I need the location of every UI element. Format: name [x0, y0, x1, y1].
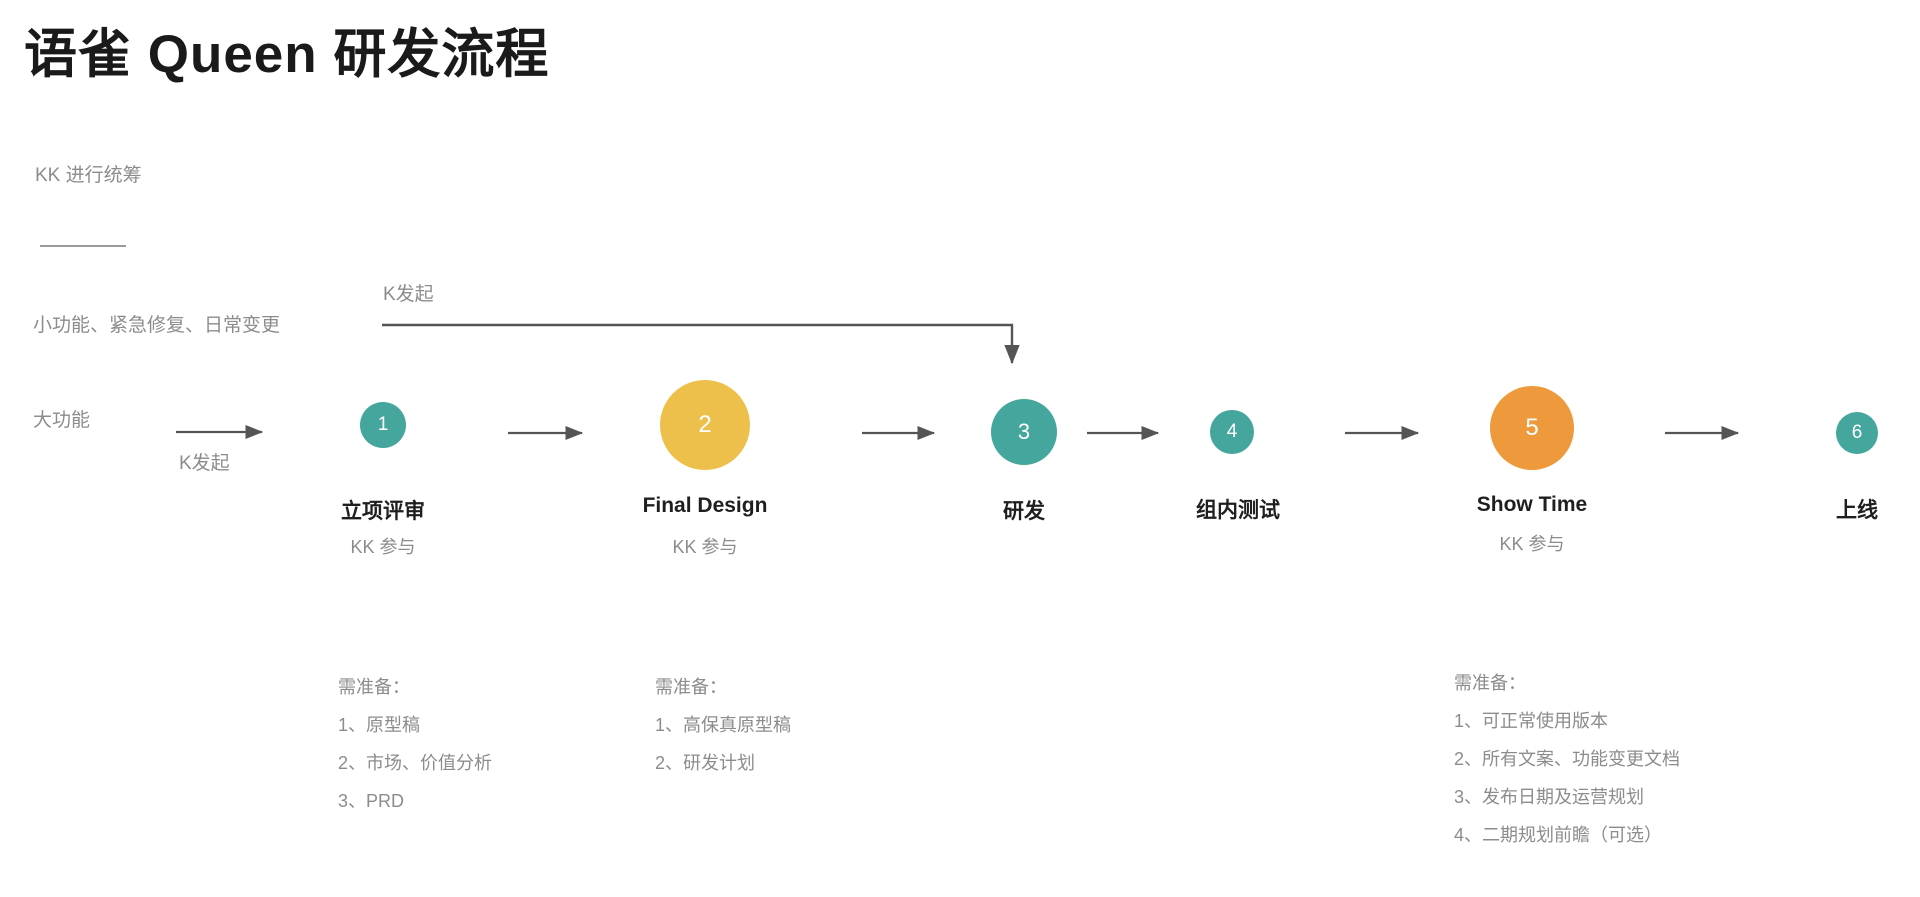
branch-elbow-arrow [382, 323, 1020, 365]
coordination-divider [40, 245, 126, 247]
flow-node-1-number: 1 [377, 414, 389, 435]
flow-node-1-sub: KK 参与 [350, 537, 416, 557]
flow-node-6[interactable]: 6 [1836, 412, 1878, 454]
flow-node-5[interactable]: 5 [1490, 386, 1574, 470]
lane-label-big-feature: 大功能 [33, 410, 91, 431]
flow-node-4-label: 组内测试 [1196, 499, 1280, 522]
prep-block-node-1: 需准备： 1、原型稿 2、市场、价值分析 3、PRD [338, 668, 492, 820]
prep-block-node-5-item: 3、发布日期及运营规划 [1454, 787, 1645, 807]
lane-label-coordination: KK 进行统筹 [35, 165, 142, 186]
prep-block-node-5: 需准备： 1、可正常使用版本 2、所有文案、功能变更文档 3、发布日期及运营规划… [1454, 664, 1680, 854]
prep-block-node-2-item: 2、研发计划 [655, 753, 756, 773]
prep-block-node-1-title: 需准备： [338, 677, 410, 697]
prep-block-node-1-item: 2、市场、价值分析 [338, 753, 493, 773]
prep-block-node-1-item: 1、原型稿 [338, 715, 421, 735]
flow-node-3-number: 3 [1017, 419, 1031, 444]
prep-block-node-1-item: 3、PRD [338, 791, 405, 811]
flow-node-1[interactable]: 1 [360, 402, 406, 448]
prep-block-node-5-title: 需准备： [1454, 673, 1526, 693]
prep-block-node-5-item: 2、所有文案、功能变更文档 [1454, 749, 1681, 769]
main-connector-label: K发起 [179, 453, 230, 474]
flow-node-2-label: Final Design [642, 494, 768, 517]
prep-block-node-2: 需准备： 1、高保真原型稿 2、研发计划 [655, 668, 791, 782]
flow-node-5-sub: KK 参与 [1499, 534, 1565, 554]
prep-block-node-2-title: 需准备： [655, 677, 727, 697]
prep-block-node-2-item: 1、高保真原型稿 [655, 715, 792, 735]
prep-block-node-5-item: 4、二期规划前瞻（可选） [1454, 825, 1663, 845]
flow-node-5-number: 5 [1525, 414, 1539, 441]
flow-node-4[interactable]: 4 [1210, 410, 1254, 454]
flow-node-4-number: 4 [1226, 421, 1238, 442]
flow-node-1-label: 立项评审 [341, 500, 425, 523]
flow-node-2-number: 2 [698, 411, 712, 438]
flow-node-2-sub: KK 参与 [672, 537, 738, 557]
flow-node-6-number: 6 [1851, 422, 1863, 443]
flow-node-2[interactable]: 2 [660, 380, 750, 470]
flow-node-5-label: Show Time [1476, 493, 1588, 516]
page-title: 语雀 Queen 研发流程 [24, 25, 550, 84]
lane-label-small-change: 小功能、紧急修复、日常变更 [33, 315, 281, 336]
flow-node-3-label: 研发 [1003, 500, 1045, 523]
branch-connector-label: K发起 [383, 284, 434, 305]
flow-node-6-label: 上线 [1836, 499, 1878, 522]
prep-block-node-5-item: 1、可正常使用版本 [1454, 711, 1609, 731]
flow-node-3[interactable]: 3 [991, 399, 1057, 465]
